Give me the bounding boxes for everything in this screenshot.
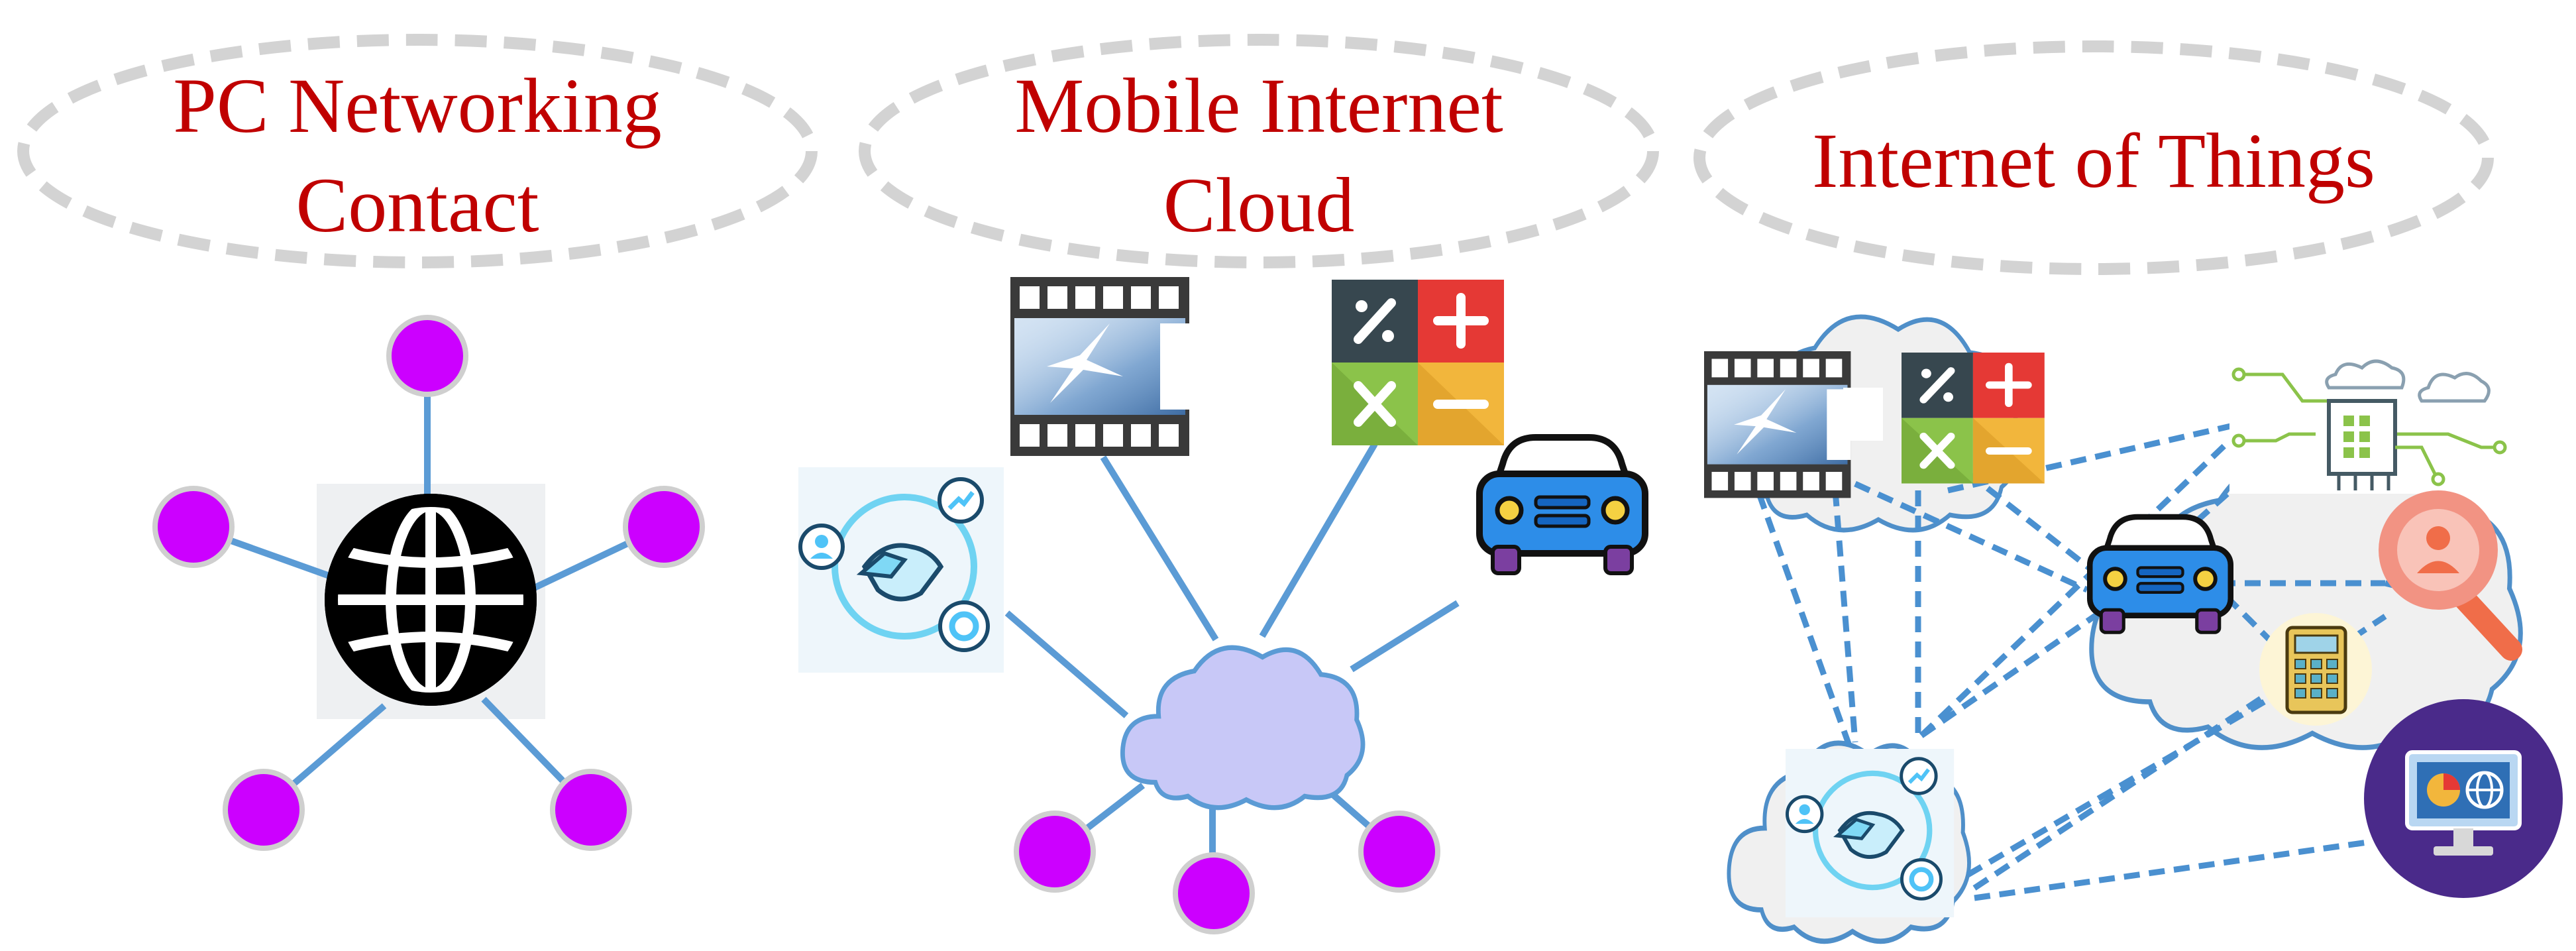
node bbox=[1173, 852, 1255, 934]
globe-icon bbox=[325, 494, 537, 706]
circuit-chip-icon bbox=[2229, 359, 2508, 494]
film-strip-icon bbox=[1704, 351, 1851, 498]
car-icon bbox=[1479, 437, 1645, 573]
car-icon bbox=[2090, 517, 2231, 632]
title-mobile: Mobile Internet Cloud bbox=[921, 56, 1597, 255]
node bbox=[152, 486, 235, 568]
film-gap bbox=[1843, 388, 1883, 441]
title-ellipse-iot bbox=[1693, 40, 2494, 275]
iot-panel bbox=[1704, 317, 2563, 941]
title-ellipse-pc bbox=[17, 34, 818, 268]
mobile-nodes bbox=[1014, 811, 1440, 934]
title-pc-line-1: PC Networking bbox=[173, 62, 662, 149]
node bbox=[1014, 811, 1096, 893]
film-strip-icon bbox=[1010, 277, 1189, 456]
cloud-icon bbox=[1122, 647, 1363, 807]
user-search-icon bbox=[2379, 490, 2522, 661]
calculator-icon bbox=[2259, 613, 2372, 726]
node bbox=[623, 486, 705, 568]
calculator-tiles-icon bbox=[1902, 353, 2045, 484]
title-iot: Internet of Things bbox=[1756, 111, 2432, 211]
title-mobile-line-1: Mobile Internet bbox=[1014, 62, 1503, 149]
title-pc-line-2: Contact bbox=[295, 162, 539, 249]
mobile-cloud-panel bbox=[798, 277, 1645, 934]
pc-nodes bbox=[152, 315, 705, 851]
title-iot-line-1: Internet of Things bbox=[1812, 117, 2375, 204]
handshake-icon bbox=[798, 467, 1004, 673]
node bbox=[1358, 811, 1440, 893]
node bbox=[550, 769, 632, 851]
calculator-tiles-icon bbox=[1332, 280, 1504, 445]
monitor-icon bbox=[2364, 699, 2563, 898]
title-ellipse-mobile bbox=[859, 34, 1659, 268]
title-mobile-line-2: Cloud bbox=[1163, 162, 1355, 249]
node bbox=[223, 769, 305, 851]
pc-network-panel bbox=[152, 315, 705, 851]
node bbox=[386, 315, 468, 397]
handshake-icon bbox=[1786, 749, 1954, 917]
title-pc: PC Networking Contact bbox=[80, 56, 755, 255]
